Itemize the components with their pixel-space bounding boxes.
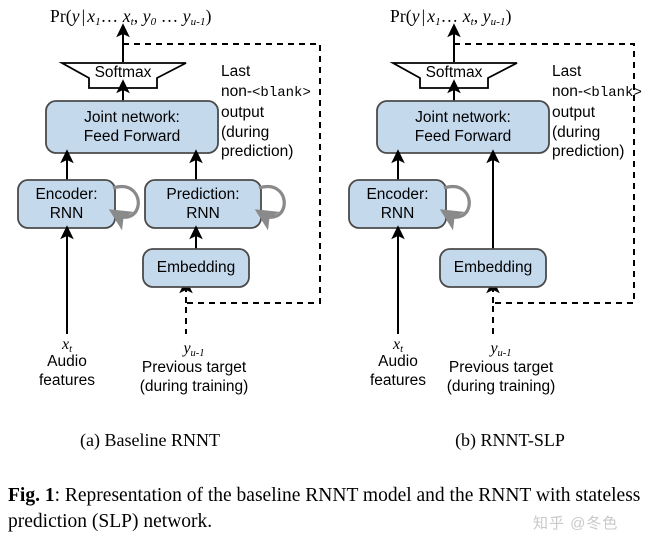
audio-line1-b: Audio	[378, 353, 418, 370]
joint-line1-b: Joint network:	[415, 109, 511, 126]
sidenote-line-0-a: Last	[221, 63, 251, 80]
prev-target-line1-b: Previous target	[448, 359, 554, 376]
sidenote-line-2-b: output	[552, 104, 596, 121]
sidenote-line-4-b: prediction)	[552, 143, 625, 160]
sidenote-a: Last non-<blank> output (during predicti…	[221, 62, 311, 162]
softmax-label-b: Softmax	[425, 64, 483, 81]
prediction-label-a: Prediction: RNN	[145, 185, 261, 223]
sidenote-line-3-b: (during	[552, 123, 601, 141]
audio-input-label-a: Audio features	[12, 352, 122, 390]
embedding-box-a	[142, 248, 250, 288]
encoder-label-a: Encoder: RNN	[18, 185, 115, 223]
audio-var-b: xt	[392, 336, 404, 355]
sidenote-line-1-a: non-<blank>	[221, 82, 311, 101]
output-formula-b: Pr(y|x1… xt, yu-1)	[390, 6, 512, 28]
encoder-line2-a: RNN	[49, 205, 84, 222]
prev-target-line1-a: Previous target	[141, 359, 247, 376]
joint-line1-a: Joint network:	[84, 109, 180, 126]
audio-input-label-b: Audio features	[343, 352, 453, 390]
prev-target-var-b: yu-1	[490, 340, 512, 359]
encoder-line1-a: Encoder:	[35, 186, 98, 203]
subcaption-a: (a) Baseline RNNT	[80, 430, 220, 450]
audio-line2-b: features	[369, 372, 426, 389]
audio-line1-a: Audio	[47, 353, 87, 370]
prev-target-label-b: Previous target (during training)	[417, 358, 585, 396]
recurrent-arrow-encoder-a	[108, 185, 140, 231]
prev-target-line2-b: (during training)	[446, 378, 556, 395]
encoder-line2-b: RNN	[380, 205, 415, 222]
figure-caption-prefix: Fig. 1	[8, 485, 55, 506]
sidenote-line-4-a: prediction)	[221, 143, 294, 160]
figure-caption-text: : Representation of the baseline RNNT mo…	[8, 485, 641, 532]
prediction-line1-a: Prediction:	[166, 186, 240, 203]
prediction-line2-a: RNN	[186, 205, 220, 222]
sidenote-line-0-b: Last	[552, 63, 582, 80]
softmax-shape-a	[58, 62, 187, 89]
sidenote-line-2-a: output	[221, 104, 265, 121]
joint-line2-a: Feed Forward	[83, 128, 181, 145]
encoder-label-b: Encoder: RNN	[349, 185, 446, 223]
joint-line2-b: Feed Forward	[414, 128, 512, 145]
joint-network-label-a: Joint network: Feed Forward	[46, 108, 218, 146]
prev-target-line2-a: (during training)	[139, 378, 249, 395]
softmax-label-a: Softmax	[94, 64, 152, 81]
audio-line2-a: features	[38, 372, 95, 389]
output-formula-a: Pr(y|x1… xt, y0 … yu-1)	[50, 6, 212, 28]
joint-network-box-a	[45, 100, 219, 154]
sidenote-b: Last non-<blank> output (during predicti…	[552, 62, 642, 162]
recurrent-arrow-encoder-b	[439, 185, 471, 231]
embedding-label-a: Embedding	[156, 259, 236, 276]
embedding-label-b: Embedding	[453, 259, 533, 276]
prediction-box-a	[144, 179, 262, 229]
sidenote-line-3-a: (during	[221, 123, 270, 141]
feedback-path-a	[123, 43, 321, 334]
encoder-line1-b: Encoder:	[366, 186, 429, 203]
watermark: 知乎 @冬色	[533, 515, 619, 532]
subcaption-b: (b) RNNT-SLP	[455, 430, 565, 450]
feedback-path-b	[454, 43, 635, 334]
softmax-shape-b	[389, 62, 518, 89]
joint-network-label-b: Joint network: Feed Forward	[377, 108, 549, 146]
joint-network-box-b	[376, 100, 550, 154]
audio-var-a: xt	[61, 336, 73, 355]
prev-target-var-a: yu-1	[183, 340, 205, 359]
prev-target-label-a: Previous target (during training)	[110, 358, 278, 396]
figure-caption: Fig. 1: Representation of the baseline R…	[8, 483, 648, 535]
embedding-box-b	[439, 248, 547, 288]
recurrent-arrow-prediction-a	[254, 185, 286, 231]
sidenote-line-1-b: non-<blank>	[552, 82, 642, 101]
